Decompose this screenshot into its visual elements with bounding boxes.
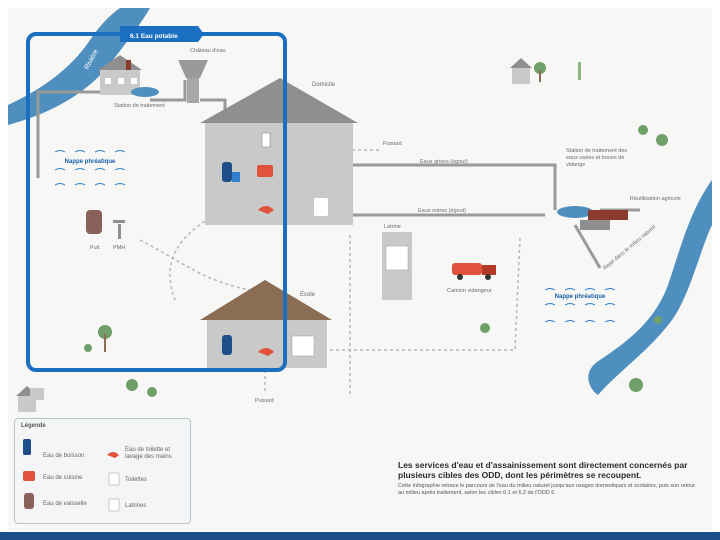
legend-title: Légende bbox=[21, 423, 46, 429]
label-reutilisation: Réutilisation agricole bbox=[630, 196, 681, 202]
pipe-discharge bbox=[573, 224, 602, 269]
legend-item-handwashing: Eau de toilette et lavage des mains bbox=[125, 447, 172, 460]
school-toilet-icon bbox=[291, 335, 315, 357]
aquifer-label-2: Nappe phréatique bbox=[555, 294, 606, 300]
legend-box: Légende Eau de boisson Eau de cuisine Ea… bbox=[14, 418, 191, 524]
water-tower bbox=[178, 60, 208, 103]
pipe-intake bbox=[36, 90, 110, 178]
pipe-tower bbox=[150, 80, 187, 102]
legend-cooking-icon bbox=[23, 471, 35, 481]
home-toilet-icon bbox=[314, 198, 328, 216]
legend-latrine-icon bbox=[108, 498, 120, 512]
legend-item-toilets: Toilettes bbox=[125, 477, 148, 483]
sdg-6-1-label: 6.1 Eau potable bbox=[130, 33, 178, 40]
label-chateau: Château d'eau bbox=[190, 48, 226, 54]
label-puisard-2: Puisard bbox=[255, 398, 274, 404]
label-eaux-grises: Eaux grises (égout) bbox=[420, 159, 468, 165]
label-puisard-1: Puisard bbox=[383, 141, 402, 147]
trees bbox=[84, 62, 668, 397]
legend-item-cooking: Eau de cuisine bbox=[43, 475, 83, 481]
dashed-lines bbox=[139, 149, 521, 395]
dashed-house-well bbox=[169, 214, 216, 301]
aquifer-1 bbox=[54, 150, 126, 186]
label-puit: Puit bbox=[90, 245, 100, 251]
wastewater-treatment-plant bbox=[557, 206, 628, 230]
label-eaux-noires: Eaux noires (égout) bbox=[418, 208, 466, 214]
home-cooking-pot-icon bbox=[257, 165, 273, 177]
legend-handwashing-icon bbox=[107, 452, 119, 458]
home-drinking-water-icon bbox=[222, 162, 240, 182]
legend-icons bbox=[23, 439, 120, 512]
village-houses bbox=[16, 58, 532, 412]
water-treatment-plant bbox=[98, 55, 159, 97]
label-ecole: École bbox=[300, 291, 316, 298]
well bbox=[86, 210, 125, 239]
label-station-epuration: Station de traitement des eaux usées et … bbox=[566, 148, 628, 168]
label-camion: Camion vidangeur bbox=[447, 288, 492, 294]
river-left bbox=[8, 8, 150, 125]
legend-toilet-icon bbox=[108, 472, 120, 486]
caption-main: Les services d'eau et d'assainissement s… bbox=[398, 460, 688, 480]
home-washing-hands-icon bbox=[258, 206, 274, 214]
latrine-structure bbox=[382, 232, 412, 300]
dashed-truck-school bbox=[330, 237, 521, 351]
school-washing-hands-icon bbox=[258, 348, 274, 356]
legend-item-dishes: Eau de vaisselle bbox=[43, 501, 87, 507]
legend-item-drinking: Eau de boisson bbox=[43, 453, 85, 459]
caption-sub: Cette infographie retrace le parcours de… bbox=[398, 483, 696, 496]
river-right bbox=[588, 180, 712, 395]
school-building bbox=[200, 280, 332, 368]
dashed-well-school bbox=[139, 239, 251, 291]
home-house bbox=[200, 78, 358, 225]
septic-truck bbox=[452, 263, 496, 280]
label-pmh: PMH bbox=[113, 245, 125, 251]
school-drinking-water-icon bbox=[222, 335, 232, 355]
label-station-traitement: Station de traitement bbox=[114, 103, 165, 109]
label-domicile: Domicile bbox=[312, 82, 336, 88]
aquifer-label-1: Nappe phréatique bbox=[65, 159, 116, 165]
aquifer-2 bbox=[544, 288, 616, 323]
label-latrine: Latrine bbox=[384, 224, 401, 230]
legend-dishes-icon bbox=[24, 493, 34, 509]
bottom-bar bbox=[0, 532, 720, 540]
legend-drinking-icon bbox=[23, 439, 31, 455]
sdg-6-1-tab bbox=[120, 26, 204, 42]
pipe-grey-water bbox=[280, 163, 557, 210]
legend-item-latrines: Latrines bbox=[125, 503, 147, 509]
caption: Les services d'eau et d'assainissement s… bbox=[398, 460, 698, 497]
